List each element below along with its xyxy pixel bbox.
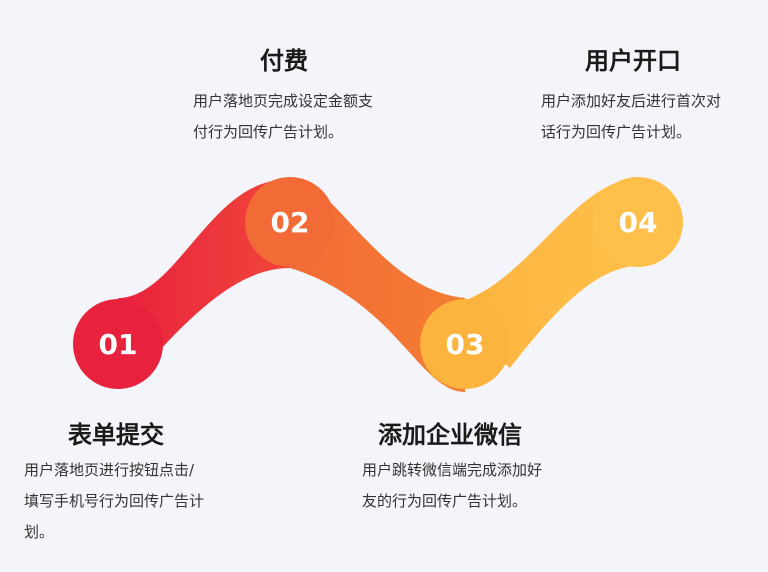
step-node-03 <box>420 299 510 389</box>
step-number-02: 02 <box>271 206 310 239</box>
step-description-04: 用户添加好友后进行首次对 话行为回传广告计划。 <box>541 92 722 141</box>
step-description-02: 用户落地页完成设定金额支 付行为回传广告计划。 <box>193 92 374 141</box>
step-node-04 <box>593 177 683 267</box>
step-description-01: 用户落地页进行按钮点击/ 填写手机号行为回传广告计 划。 <box>24 461 205 541</box>
step-title-03: 添加企业微信 <box>378 421 522 449</box>
step-title-02: 付费 <box>260 47 308 75</box>
step-node-01 <box>73 299 163 389</box>
step-description-03: 用户跳转微信端完成添加好 友的行为回传广告计划。 <box>362 461 543 510</box>
step-number-01: 01 <box>99 328 138 361</box>
step-title-01: 表单提交 <box>68 421 164 449</box>
step-number-04: 04 <box>619 206 658 239</box>
step-number-03: 03 <box>446 328 485 361</box>
step-title-04: 用户开口 <box>585 47 681 75</box>
step-node-02 <box>245 177 335 267</box>
